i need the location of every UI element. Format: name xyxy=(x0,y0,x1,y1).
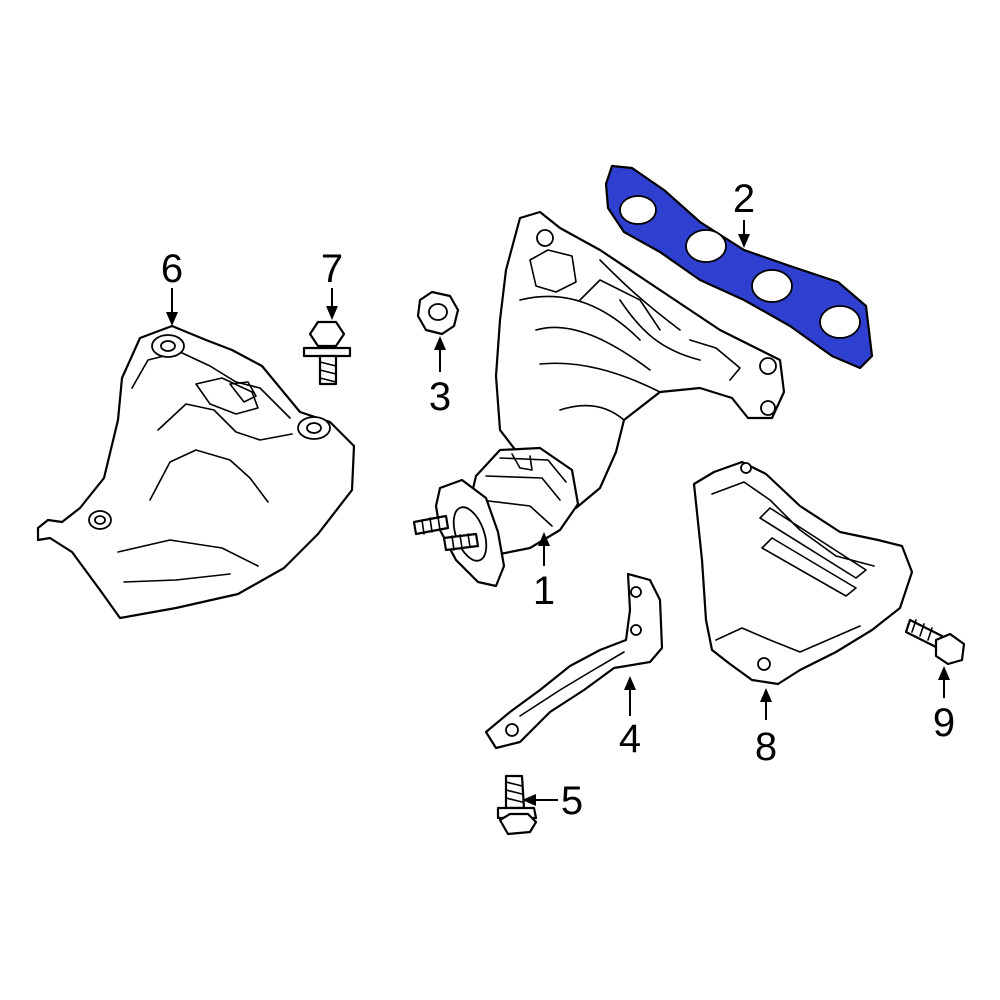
leader-4 xyxy=(624,676,636,716)
part-5-bolt[interactable] xyxy=(496,774,538,836)
callout-1: 1 xyxy=(533,569,555,613)
leader-3 xyxy=(434,336,446,372)
part-4-bracket[interactable] xyxy=(484,572,664,750)
callout-8: 8 xyxy=(755,725,777,769)
part-8-heat-shield[interactable] xyxy=(692,460,914,686)
leader-8 xyxy=(760,688,772,720)
callout-6: 6 xyxy=(161,247,183,291)
part-3-nut[interactable] xyxy=(416,290,460,336)
callout-3: 3 xyxy=(429,375,451,419)
callout-9: 9 xyxy=(933,701,955,745)
leader-6 xyxy=(166,288,178,326)
callout-5: 5 xyxy=(561,779,583,823)
part-7-bolt[interactable] xyxy=(302,320,352,386)
part-6-heat-shield[interactable] xyxy=(36,324,356,620)
callout-2: 2 xyxy=(733,177,755,221)
leader-1 xyxy=(538,532,550,566)
leader-2 xyxy=(738,220,750,248)
callout-4: 4 xyxy=(619,717,641,761)
part-2-exhaust-manifold-gasket[interactable] xyxy=(604,164,874,370)
leader-5 xyxy=(522,794,558,806)
callout-7: 7 xyxy=(321,247,343,291)
leader-7 xyxy=(326,288,338,320)
leader-9 xyxy=(938,666,950,698)
part-9-bolt[interactable] xyxy=(904,618,966,666)
part-1-exhaust-manifold[interactable] xyxy=(412,210,786,588)
